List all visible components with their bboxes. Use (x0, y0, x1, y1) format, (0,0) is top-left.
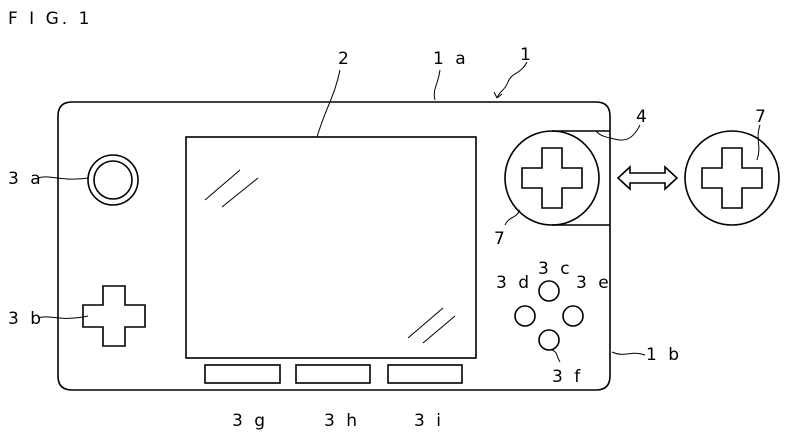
label-1b: 1 b (646, 345, 682, 365)
double-arrow-icon (616, 165, 679, 191)
screen (185, 136, 477, 359)
button-3f[interactable] (538, 329, 560, 351)
leader-lines (37, 61, 761, 363)
label-1a: 1 a (433, 49, 469, 69)
dpad-left[interactable] (82, 285, 146, 347)
label-3b: 3 b (8, 309, 44, 329)
button-3g[interactable] (204, 364, 281, 384)
attached-dpad-module[interactable] (504, 130, 600, 226)
button-3d[interactable] (514, 305, 536, 327)
module-slot (552, 130, 610, 226)
figure-title: F I G. 1 (8, 9, 92, 29)
label-3f: 3 f (552, 367, 583, 387)
button-3i[interactable] (387, 364, 463, 384)
device-body (57, 101, 611, 391)
label-3c: 3 c (538, 259, 573, 279)
label-3i: 3 i (414, 411, 444, 431)
label-4: 4 (636, 107, 650, 127)
button-3h[interactable] (295, 364, 371, 384)
label-7-attached: 7 (494, 229, 508, 249)
label-3e: 3 e (576, 273, 612, 293)
label-2: 2 (338, 49, 352, 69)
button-3c[interactable] (538, 280, 560, 302)
label-7-detached: 7 (755, 107, 769, 127)
screen-glare (204, 169, 456, 344)
analog-stick[interactable] (87, 154, 139, 206)
label-3d: 3 d (496, 273, 532, 293)
label-1: 1 (520, 45, 534, 65)
button-3e[interactable] (562, 305, 584, 327)
detached-dpad-module[interactable] (684, 130, 780, 226)
label-3g: 3 g (232, 411, 268, 431)
label-3h: 3 h (324, 411, 360, 431)
label-3a: 3 a (8, 169, 44, 189)
